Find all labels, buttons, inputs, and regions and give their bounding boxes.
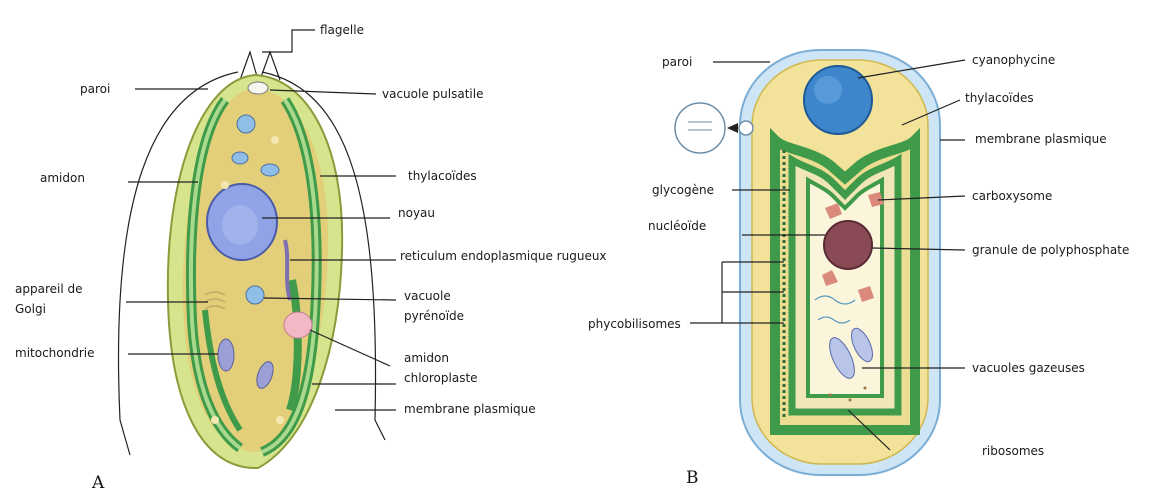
label-vacuoles-gazeuses: vacuoles gazeuses	[972, 361, 1085, 375]
label-thylacoides-b: thylacoïdes	[965, 91, 1034, 105]
cyanophycin	[804, 66, 872, 134]
label-nucleoide: nucléoïde	[648, 219, 706, 233]
small-vacuole	[232, 152, 248, 164]
panel-label-b: B	[686, 468, 699, 488]
pyrenoid-vacuole	[246, 286, 264, 304]
label-granule: granule de polyphosphate	[972, 243, 1129, 257]
ribosome	[864, 387, 867, 390]
label-ribosomes: ribosomes	[982, 444, 1044, 458]
label-cyanophycine: cyanophycine	[972, 53, 1055, 67]
nucleolus	[222, 205, 258, 245]
contractile-vacuole	[248, 82, 268, 94]
label-vacuole: vacuole	[404, 289, 451, 303]
small-vacuole	[261, 164, 279, 176]
label-membrane-b: membrane plasmique	[975, 132, 1107, 146]
label-glycogene: glycogène	[652, 183, 714, 197]
starch-grain	[221, 181, 229, 189]
label-paroi: paroi	[80, 82, 110, 96]
wall-magnifier-pointer	[727, 123, 738, 133]
label-amidon-2: amidon	[404, 351, 449, 365]
wall-magnifier	[675, 103, 725, 153]
label-appareil-2: Golgi	[15, 302, 46, 316]
label-phycobilisomes: phycobilisomes	[588, 317, 681, 331]
label-carboxysome: carboxysome	[972, 189, 1052, 203]
polyphosphate-granule	[824, 221, 872, 269]
label-mitochondrie: mitochondrie	[15, 346, 95, 360]
label-vacuole-pulsatile: vacuole pulsatile	[382, 87, 483, 101]
small-vacuole	[237, 115, 255, 133]
cell-b	[675, 50, 940, 475]
ribosome	[829, 394, 832, 397]
flagellum-top	[262, 30, 315, 52]
label-membrane: membrane plasmique	[404, 402, 536, 416]
cell-a	[118, 30, 385, 468]
label-appareil-1: appareil de	[15, 282, 82, 296]
starch-grain	[271, 136, 279, 144]
label-amidon: amidon	[40, 171, 85, 185]
starch-grain	[276, 416, 284, 424]
label-pyrenoide: pyrénoïde	[404, 309, 464, 323]
panel-label-a: A	[91, 473, 105, 490]
label-paroi-b: paroi	[662, 55, 692, 69]
ribosome	[849, 399, 852, 402]
starch-grain	[211, 416, 219, 424]
label-flagelle: flagelle	[320, 23, 364, 37]
mitochondrion	[218, 339, 234, 371]
pyrenoid	[284, 312, 312, 338]
cyanophycin-highlight	[814, 76, 842, 104]
label-noyau: noyau	[398, 206, 435, 220]
label-reticulum: reticulum endoplasmique rugueux	[400, 249, 607, 263]
label-thylacoides: thylacoïdes	[408, 169, 477, 183]
wall-magnifier-target	[739, 121, 753, 135]
label-chloroplaste: chloroplaste	[404, 371, 478, 385]
